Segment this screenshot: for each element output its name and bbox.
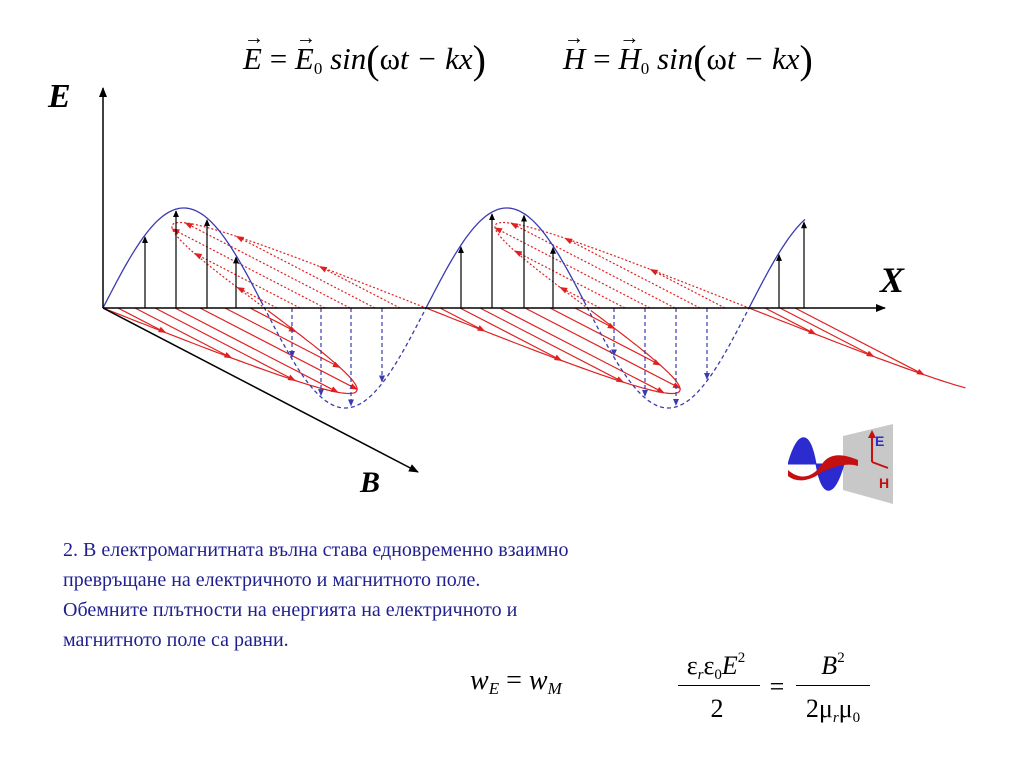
e0-vector-symbol: E <box>295 28 316 74</box>
e-wave-crest <box>748 218 806 309</box>
e-field-equation: E = E0 sin(ωt − kx) <box>243 28 486 80</box>
b-wave-back <box>494 221 750 310</box>
b-vector <box>794 307 925 376</box>
b-vector <box>524 307 681 389</box>
left-denominator: 2 <box>710 694 724 723</box>
e-axis-label: E <box>48 78 71 115</box>
left-numerator: εrε0E2 <box>686 650 746 683</box>
b-vector <box>499 307 665 394</box>
h-field-equation: H = H0 sin(ωt − kx) <box>563 28 813 80</box>
b-vector <box>479 307 625 383</box>
b-vector <box>779 307 875 358</box>
energy-density-equality: wE = wM <box>470 665 562 698</box>
b-vector <box>649 268 726 309</box>
h-vector-symbol: H <box>563 28 585 74</box>
b-vector <box>319 266 401 309</box>
b-vector <box>184 222 351 309</box>
b-axis-label: B <box>360 466 381 499</box>
paragraph-line: магнитното поле са равни. <box>63 629 289 651</box>
right-denominator: 2μrμ0 <box>805 694 861 726</box>
e-wave-crest <box>425 207 587 309</box>
right-numerator: B2 <box>821 650 845 680</box>
diagonal-axis <box>102 307 419 473</box>
b-vector <box>564 237 701 309</box>
b-vector <box>494 227 651 309</box>
b-vector <box>249 307 297 333</box>
em-wave-icon: E H <box>787 424 893 504</box>
icon-label-h: H <box>879 475 889 491</box>
b-vector <box>559 286 601 309</box>
b-vector <box>134 307 233 359</box>
icon-label-e: E <box>875 433 884 449</box>
b-vector <box>224 307 341 368</box>
b-vector <box>171 228 326 309</box>
b-vector <box>513 250 626 309</box>
h0-vector-symbol: H <box>618 28 640 74</box>
e-field-layer <box>102 207 807 409</box>
b-vector <box>199 307 358 390</box>
b-vector <box>549 307 662 366</box>
b-vector <box>439 307 486 332</box>
paragraph-line: превръщане на електричното и магнитното … <box>63 569 481 591</box>
x-axis-label: X <box>880 260 905 300</box>
equals-sign: = <box>769 672 785 701</box>
e-vector-symbol: E <box>243 28 264 74</box>
b-vector <box>459 307 563 362</box>
description-paragraph: 2. В електромагнитната вълна става еднов… <box>63 535 763 655</box>
left-fraction-bar <box>678 685 760 686</box>
right-fraction-bar <box>796 685 870 686</box>
b-vector <box>235 235 376 309</box>
b-vector <box>154 307 296 382</box>
paragraph-line: Обемните плътности на енергията на елект… <box>63 599 518 621</box>
paragraph-line: 2. В електромагнитната вълна става еднов… <box>63 539 569 561</box>
b-vector <box>574 307 616 330</box>
e-wave-crest <box>102 207 264 309</box>
b-wave-front <box>102 307 358 395</box>
b-vector <box>117 307 167 334</box>
b-vector <box>764 307 817 335</box>
b-vector <box>510 222 676 309</box>
b-vector <box>236 286 278 309</box>
b-vector <box>174 307 339 393</box>
e-wave-trough <box>586 306 750 409</box>
